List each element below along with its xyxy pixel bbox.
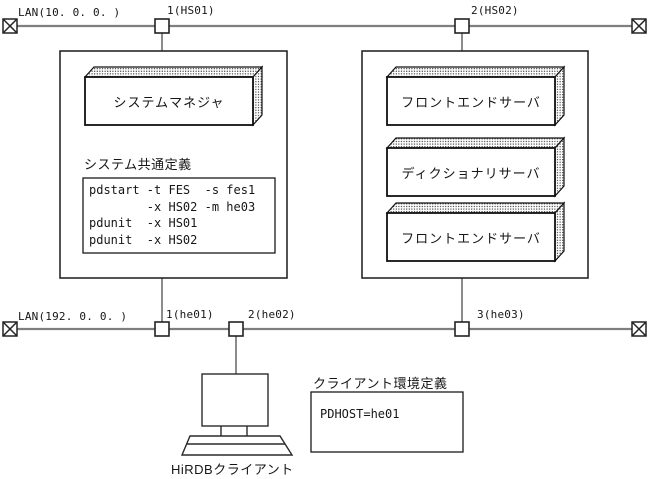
monitor-shape [201, 373, 269, 427]
client-env-definition-title: クライアント環境定義 [313, 376, 448, 391]
node-label-hs02: 2(HS02) [471, 4, 519, 17]
system-common-definition-code: pdstart -t FES -s fes1 -x HS02 -m he03 p… [89, 182, 255, 248]
node-label-he01: 1(he01) [166, 308, 214, 321]
network-tap-icon-he03 [454, 321, 470, 337]
node-label-he02: 2(he02) [248, 308, 296, 321]
lan-terminators [2, 18, 647, 337]
hirdb-client-label: HiRDBクライアント [171, 462, 294, 477]
system-common-definition-box [82, 177, 276, 254]
network-tap-icon-hs01 [154, 18, 170, 34]
network-taps [154, 18, 470, 337]
lan-bottom-label: LAN(192. 0. 0. ) [18, 310, 128, 323]
server-3d-box-dictionary [385, 136, 566, 198]
system-common-definition-title: システム共通定義 [84, 157, 192, 172]
client-env-definition-box [310, 391, 464, 453]
code-line: pdstart -t FES -s fes1 [89, 183, 256, 197]
dictionary-server-label: ディクショナリサーバ [401, 165, 541, 181]
node-label-he03: 3(he03) [477, 308, 525, 321]
lan-terminator-icon [2, 18, 18, 34]
network-tap-icon-he01 [154, 321, 170, 337]
connector-lines [161, 33, 463, 374]
client-env-value: PDHOST=he01 [320, 407, 400, 421]
keyboard-shape [180, 435, 294, 456]
lan-terminator-icon [631, 321, 647, 337]
system-manager-label: システムマネジャ [113, 94, 225, 110]
front-end-server-label-2: フロントエンドサーバ [401, 230, 541, 246]
unit-left-box [59, 50, 288, 279]
node-label-hs01: 1(HS01) [167, 4, 215, 17]
unit-right-box [361, 50, 589, 279]
code-line: -x HS02 -m he03 [89, 199, 256, 214]
network-tap-icon-he02 [228, 321, 244, 337]
front-end-server-label-1: フロントエンドサーバ [401, 94, 541, 110]
code-line: pdunit -x HS02 [89, 232, 198, 247]
server-3d-box-front-end-1 [385, 65, 566, 127]
lan-top-label: LAN(10. 0. 0. ) [18, 6, 121, 19]
network-tap-icon-hs02 [454, 18, 470, 34]
code-line: pdunit -x HS01 [89, 216, 198, 230]
server-3d-box-system-manager [83, 65, 264, 127]
server-3d-box-front-end-2 [385, 201, 566, 263]
client-computer-icon [180, 373, 294, 456]
lan-terminator-icon [631, 18, 647, 34]
lan-terminator-icon [2, 321, 18, 337]
